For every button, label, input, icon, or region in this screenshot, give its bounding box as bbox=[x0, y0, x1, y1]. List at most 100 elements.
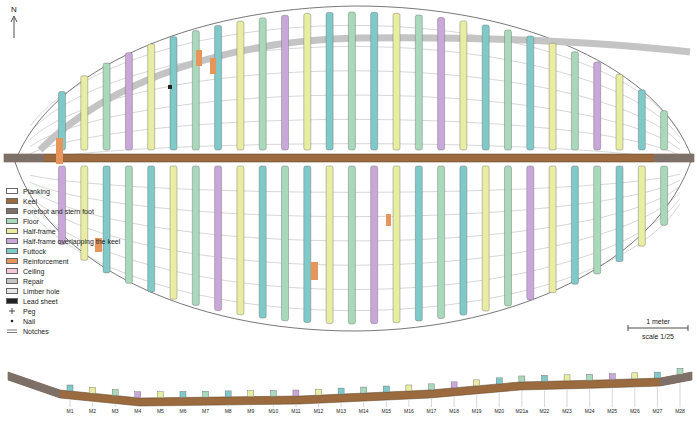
station-label: M1 bbox=[67, 409, 74, 414]
station-label: M4 bbox=[134, 409, 141, 414]
legend-text: Peg bbox=[23, 308, 35, 315]
station-line bbox=[567, 390, 568, 407]
station-label: M3 bbox=[112, 409, 119, 414]
station-label: M19 bbox=[472, 409, 482, 414]
legend-row: Forefoot and stern foot bbox=[6, 206, 120, 216]
station-line bbox=[228, 406, 229, 407]
frame-upper bbox=[415, 15, 422, 150]
station-line bbox=[92, 402, 93, 407]
scale-bar bbox=[628, 325, 688, 331]
frame-lower bbox=[125, 166, 132, 283]
frame-upper bbox=[237, 21, 244, 150]
frame-upper bbox=[103, 63, 110, 150]
frame-lower bbox=[638, 166, 645, 246]
frame-upper bbox=[638, 90, 645, 150]
frame-lower bbox=[348, 166, 355, 324]
station-line bbox=[273, 405, 274, 407]
profile-frame bbox=[135, 392, 141, 398]
frame-upper bbox=[192, 31, 199, 150]
forefoot bbox=[654, 154, 694, 162]
profile-frame bbox=[90, 387, 96, 393]
frame-lower bbox=[148, 166, 155, 292]
frame-upper bbox=[438, 18, 445, 150]
profile-frame bbox=[519, 376, 525, 382]
legend-row: Peg bbox=[6, 306, 120, 316]
frames bbox=[59, 12, 668, 324]
frame-upper bbox=[571, 52, 578, 150]
frame-lower bbox=[527, 166, 534, 300]
keel-profile bbox=[8, 372, 692, 406]
legend-swatch bbox=[6, 218, 18, 224]
lead-sheet bbox=[168, 85, 172, 89]
station-label: M2 bbox=[89, 409, 96, 414]
reinforcement bbox=[210, 58, 216, 74]
frame-lower bbox=[103, 166, 110, 273]
legend-row: Planking bbox=[6, 186, 120, 196]
station-label: M12 bbox=[314, 409, 324, 414]
legend-text: Limber hole bbox=[23, 288, 60, 295]
station-label: M13 bbox=[336, 409, 346, 414]
frame-lower bbox=[415, 166, 422, 321]
station-label: M23 bbox=[562, 409, 572, 414]
station-line bbox=[634, 388, 635, 407]
station-line bbox=[250, 406, 251, 407]
frame-lower bbox=[282, 166, 289, 321]
legend-swatch bbox=[6, 198, 18, 204]
frame-upper bbox=[594, 62, 601, 150]
station-line bbox=[657, 387, 658, 407]
frame-lower bbox=[393, 166, 400, 323]
reinforcement bbox=[56, 138, 63, 164]
frame-upper bbox=[393, 13, 400, 150]
profile-frame bbox=[361, 387, 367, 393]
frame-lower bbox=[259, 166, 266, 318]
frame-upper bbox=[326, 12, 333, 150]
frame-lower bbox=[505, 166, 512, 306]
legend-text: Half-frame overlapping the keel bbox=[23, 238, 120, 245]
profile-frame bbox=[270, 390, 276, 396]
legend-symbol bbox=[6, 307, 18, 315]
profile-frame bbox=[451, 382, 457, 388]
frame-lower bbox=[237, 166, 244, 315]
station-line bbox=[454, 397, 455, 407]
frame-lower bbox=[549, 166, 556, 293]
frame-upper bbox=[348, 12, 355, 150]
profile-frame bbox=[180, 391, 186, 397]
station-line bbox=[318, 404, 319, 407]
station-label: M5 bbox=[157, 409, 164, 414]
station-line bbox=[521, 391, 522, 407]
legend-text: Nail bbox=[23, 318, 35, 325]
frame-upper bbox=[549, 43, 556, 150]
legend-row: Floor bbox=[6, 216, 120, 226]
station-label: M10 bbox=[268, 409, 278, 414]
legend-row: Half-frame overlapping the keel bbox=[6, 236, 120, 246]
legend-row: Futtock bbox=[6, 246, 120, 256]
legend-row: Keel bbox=[6, 196, 120, 206]
station-line bbox=[408, 400, 409, 407]
legend-swatch bbox=[6, 288, 18, 294]
profile-frame bbox=[203, 391, 209, 397]
station-label: M16 bbox=[404, 409, 414, 414]
frame-lower bbox=[482, 166, 489, 311]
profile-frame bbox=[564, 375, 570, 381]
frame-upper bbox=[215, 25, 222, 150]
station-label: M22 bbox=[540, 409, 550, 414]
frame-lower bbox=[192, 166, 199, 305]
legend-text: Notches bbox=[23, 328, 49, 335]
station-label: M25 bbox=[607, 409, 617, 414]
legend-swatch bbox=[6, 298, 18, 304]
frame-lower bbox=[594, 166, 601, 274]
station-line bbox=[499, 393, 500, 407]
station-label: M8 bbox=[225, 409, 232, 414]
frame-lower bbox=[304, 166, 311, 323]
station-label: M24 bbox=[585, 409, 595, 414]
station-label: M27 bbox=[653, 409, 663, 414]
hull-outline bbox=[15, 6, 692, 331]
station-line bbox=[341, 403, 342, 407]
frame-lower bbox=[170, 166, 177, 299]
station-label: M14 bbox=[359, 409, 369, 414]
station-line bbox=[680, 383, 681, 407]
profile-frame bbox=[383, 386, 389, 392]
stern-foot-profile bbox=[8, 372, 60, 398]
frame-upper bbox=[371, 12, 378, 150]
